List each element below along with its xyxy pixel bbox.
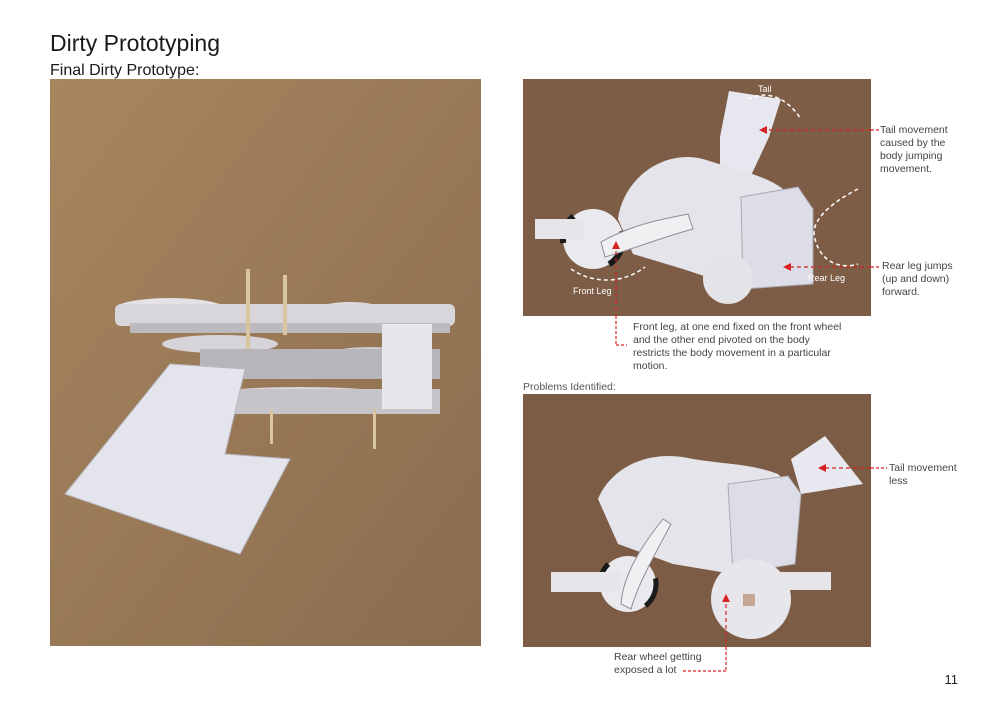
page-number: 11 <box>944 672 959 687</box>
problems-heading: Problems Identified: <box>523 381 616 393</box>
prototype-top-view-image <box>523 79 871 316</box>
prototype-problem-view-image <box>523 394 871 647</box>
front-leg-annotation: Front leg, at one end fixed on the front… <box>633 321 842 372</box>
page-subtitle: Final Dirty Prototype: <box>50 62 200 79</box>
tail-problem-annotation: Tail movement less <box>889 462 957 487</box>
front-leg-label: Front Leg <box>573 286 612 296</box>
prototype-side-view-image <box>50 79 481 646</box>
main-prototype-photo <box>50 79 481 646</box>
tail-label: Tail <box>758 84 772 94</box>
rear-wheel-problem-annotation: Rear wheel getting exposed a lot <box>614 651 702 676</box>
page-title: Dirty Prototyping <box>50 30 221 56</box>
top-annotated-photo: Tail Front Leg Rear Leg <box>523 79 871 316</box>
rear-leg-label: Rear Leg <box>808 273 846 283</box>
rear-leg-annotation: Rear leg jumps (up and down) forward. <box>882 260 953 298</box>
tail-annotation: Tail movement caused by the body jumping… <box>880 124 948 175</box>
problems-photo <box>523 394 871 647</box>
